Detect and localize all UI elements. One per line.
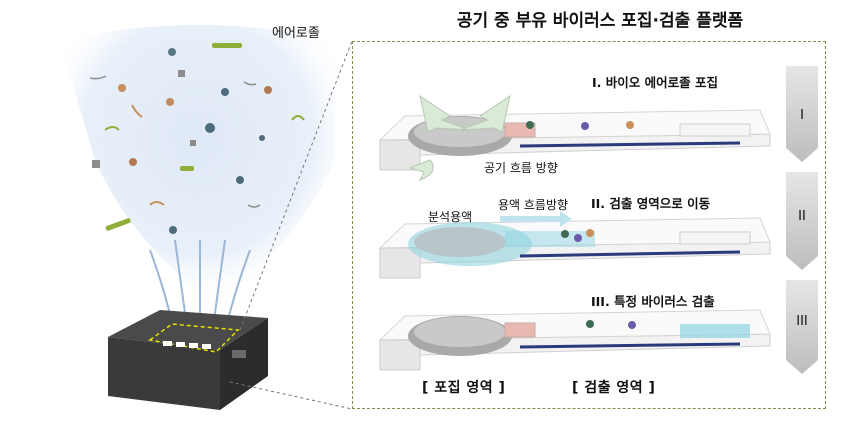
step-1-numeral: I: [800, 108, 804, 123]
step-2-label: II. 검출 영역으로 이동: [591, 196, 711, 211]
capture-region-label: [ 포집 영역 ]: [422, 380, 506, 396]
step-3-numeral: III: [796, 314, 808, 329]
chip-stage-3: [378, 309, 771, 371]
step-1-label: I. 바이오 에어로졸 포집: [592, 75, 718, 90]
aerosol-particles: [89, 43, 305, 234]
solution-flow-label: 용액 흐름방향: [498, 198, 569, 212]
airflow-label: 공기 흐름 방향: [484, 161, 558, 175]
detail-frame: [352, 41, 826, 409]
aerosol-cloud: [60, 25, 335, 305]
airflow-arrows: [408, 94, 511, 181]
page-title: 공기 중 부유 바이러스 포집·검출 플랫폼: [456, 11, 744, 31]
step-chevrons: [786, 66, 818, 374]
aerosol-label: 에어로졸: [272, 26, 320, 41]
step-2-numeral: II: [798, 209, 806, 224]
solution-label: 분석용액: [428, 210, 473, 224]
step-3-label: III. 특정 바이러스 검출: [591, 294, 715, 309]
chip-stage-2: [378, 217, 771, 279]
detect-region-label: [ 검출 영역 ]: [572, 380, 656, 396]
capture-device: [108, 310, 268, 410]
solution-flow-arrow: [500, 211, 572, 227]
